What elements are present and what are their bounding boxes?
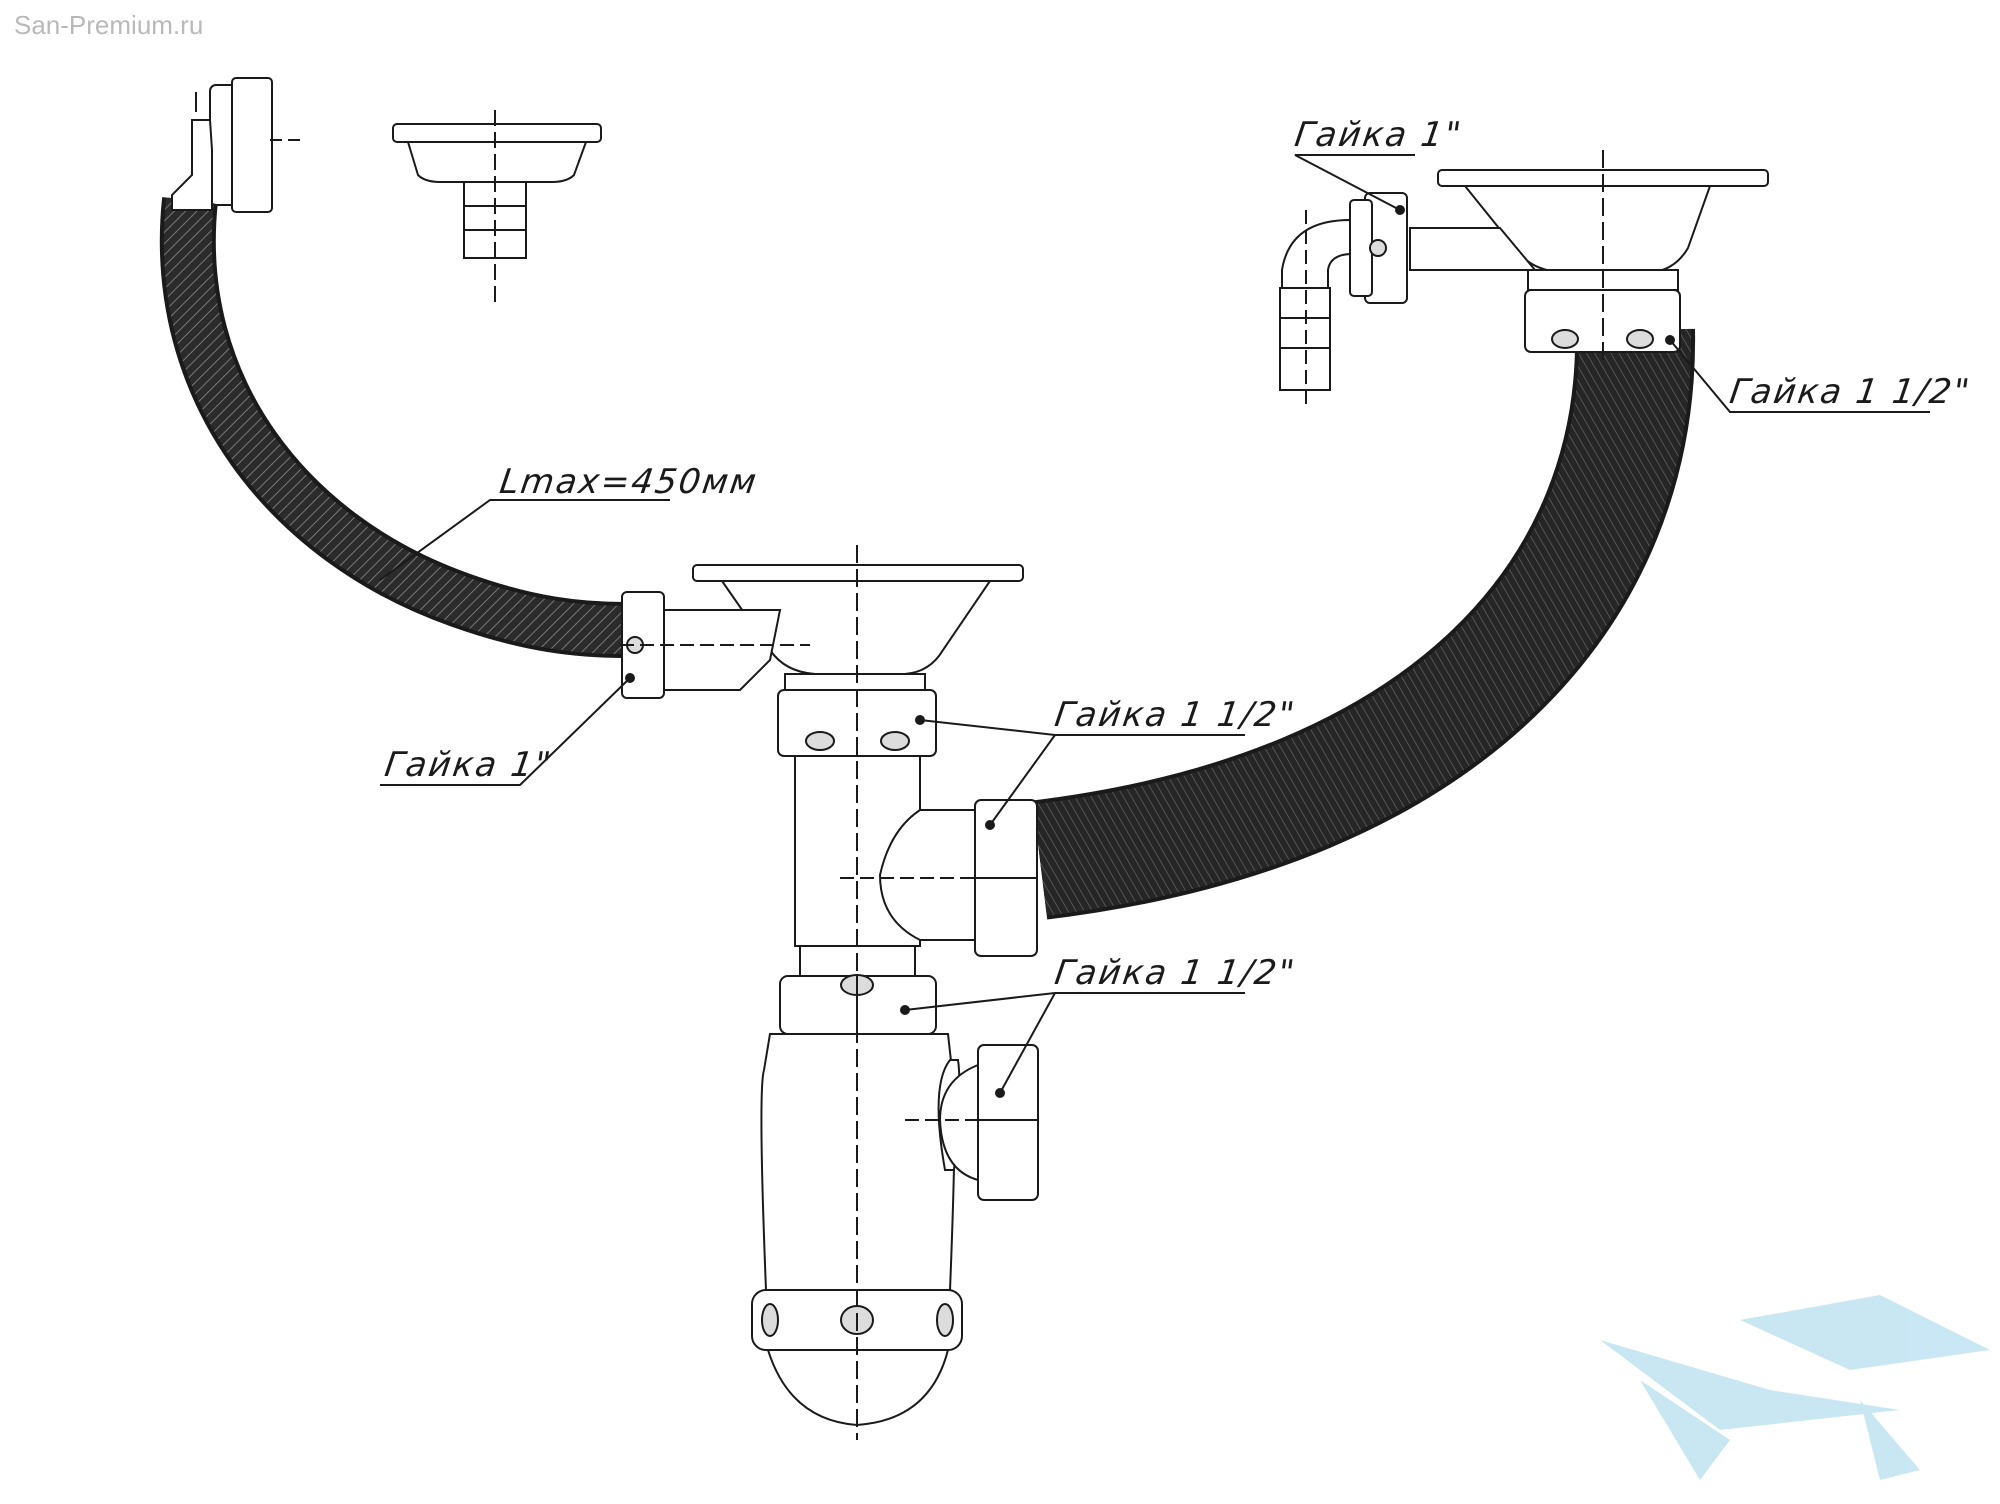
- right-sink-strainer: [1409, 150, 1769, 360]
- label-nut-1-right: Гайка 1": [1292, 115, 1466, 155]
- right-overflow-elbow: [1279, 192, 1408, 410]
- label-nut-1-5-right: Гайка 1 1/2": [1727, 372, 1974, 412]
- leader-lines: [379, 154, 1930, 1098]
- left-overflow-elbow: [171, 77, 300, 213]
- watermark-text: San-Premium.ru: [14, 10, 204, 40]
- label-nut-1-5-center-upper: Гайка 1 1/2": [1052, 695, 1299, 735]
- sink-plug-part: [392, 110, 602, 305]
- brand-logo-mark: [1600, 1295, 1990, 1480]
- label-hose-length: Lmax=450мм: [497, 462, 761, 502]
- right-corrugated-hose: [1032, 328, 1696, 920]
- label-nut-1-5-center-lower: Гайка 1 1/2": [1052, 953, 1299, 993]
- label-nut-1-left: Гайка 1": [382, 745, 556, 785]
- central-siphon: [620, 545, 1039, 1440]
- left-corrugated-hose: [159, 197, 626, 658]
